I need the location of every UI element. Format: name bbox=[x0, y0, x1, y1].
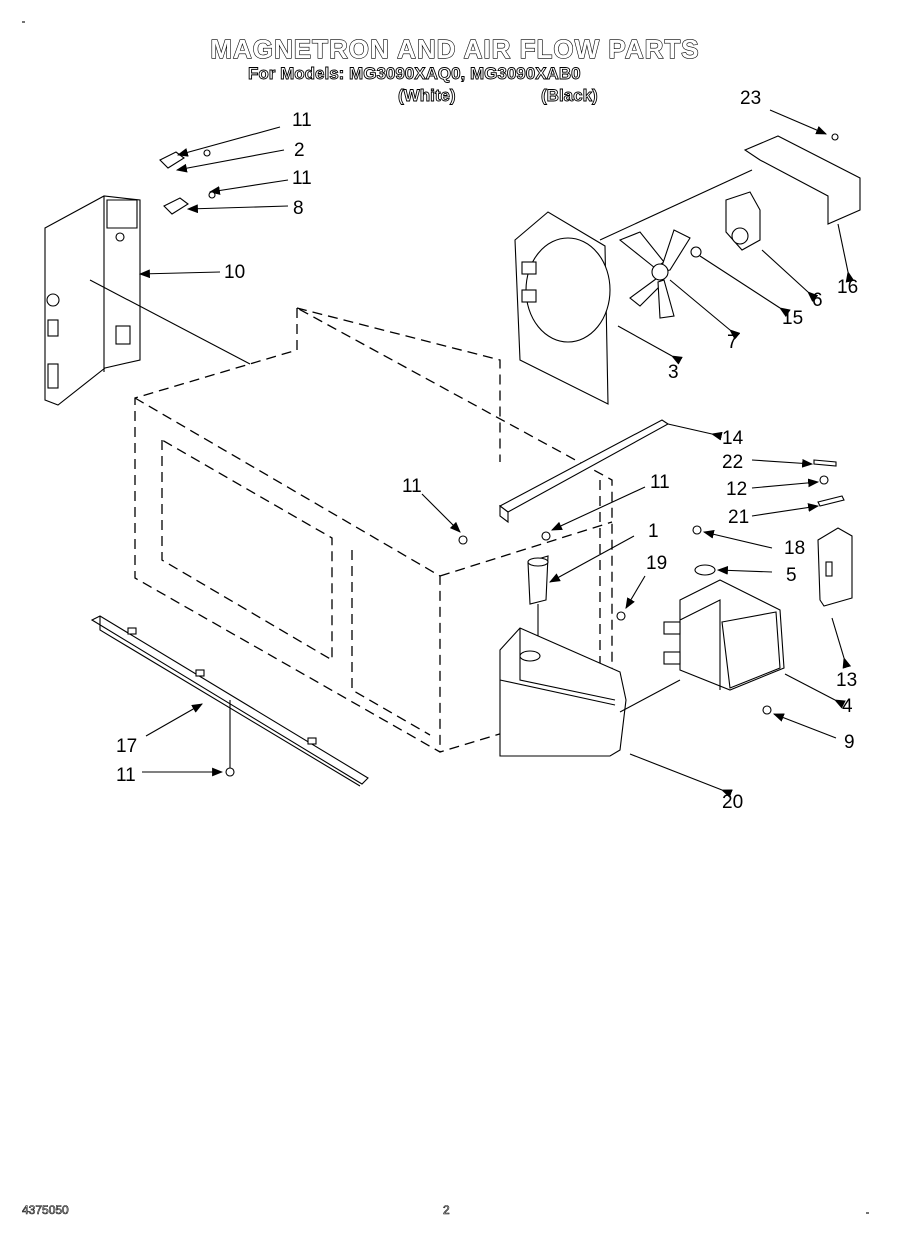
document-number: 4375050 bbox=[22, 1203, 69, 1218]
callout-13: 13 bbox=[836, 670, 857, 691]
part-10-side-bracket bbox=[44, 195, 221, 406]
callout-9: 9 bbox=[844, 732, 855, 753]
callout-23: 23 bbox=[740, 88, 761, 109]
callout-3: 3 bbox=[668, 362, 679, 383]
part-17-bottom-rail bbox=[90, 615, 369, 787]
callout-7: 7 bbox=[727, 332, 738, 353]
callout-6: 6 bbox=[812, 290, 823, 311]
callout-14: 14 bbox=[722, 428, 744, 449]
diagram-title: MAGNETRON AND AIR FLOW PARTS bbox=[210, 33, 700, 64]
part-7-fan-blade bbox=[618, 229, 741, 340]
models-subtitle: For Models: MG3090XAQ0, MG3090XAB0 bbox=[248, 64, 581, 84]
page-number: 2 bbox=[443, 1203, 450, 1218]
part-4-magnetron bbox=[619, 525, 846, 739]
callout-16: 16 bbox=[837, 277, 858, 298]
callout-18: 18 bbox=[784, 538, 805, 559]
part-6-15-16-motor-assembly bbox=[690, 109, 861, 318]
part-13-21-22-bracket bbox=[751, 458, 853, 669]
callout-11-mid-right: 11 bbox=[650, 472, 670, 493]
callout-19: 19 bbox=[646, 553, 667, 574]
part-3-air-guide bbox=[89, 169, 753, 405]
callout-11-top: 11 bbox=[292, 110, 312, 131]
part-20-mount-bracket bbox=[499, 575, 733, 798]
part-14-rail bbox=[421, 419, 723, 545]
callout-5: 5 bbox=[786, 565, 797, 586]
callout-4: 4 bbox=[842, 696, 853, 717]
callout-10: 10 bbox=[224, 262, 245, 283]
callout-11-bottom: 11 bbox=[116, 765, 136, 786]
callout-labels: 23 11 2 11 8 10 16 6 15 7 3 14 22 12 21 … bbox=[116, 88, 858, 813]
callout-17: 17 bbox=[116, 736, 137, 757]
callout-21: 21 bbox=[728, 507, 749, 528]
callout-1: 1 bbox=[648, 521, 659, 542]
callout-11-second: 11 bbox=[292, 168, 312, 189]
callout-11-mid-left: 11 bbox=[402, 476, 422, 497]
variant-black-label: (Black) bbox=[541, 86, 599, 106]
callout-2: 2 bbox=[294, 140, 305, 161]
part-1-plug bbox=[527, 535, 635, 650]
callout-22: 22 bbox=[722, 452, 743, 473]
variant-white-label: (White) bbox=[398, 86, 456, 106]
callout-15: 15 bbox=[782, 308, 803, 329]
callout-12: 12 bbox=[726, 479, 747, 500]
callout-20: 20 bbox=[722, 792, 743, 813]
part-2-8-switches bbox=[159, 126, 289, 215]
callout-8: 8 bbox=[293, 198, 304, 219]
